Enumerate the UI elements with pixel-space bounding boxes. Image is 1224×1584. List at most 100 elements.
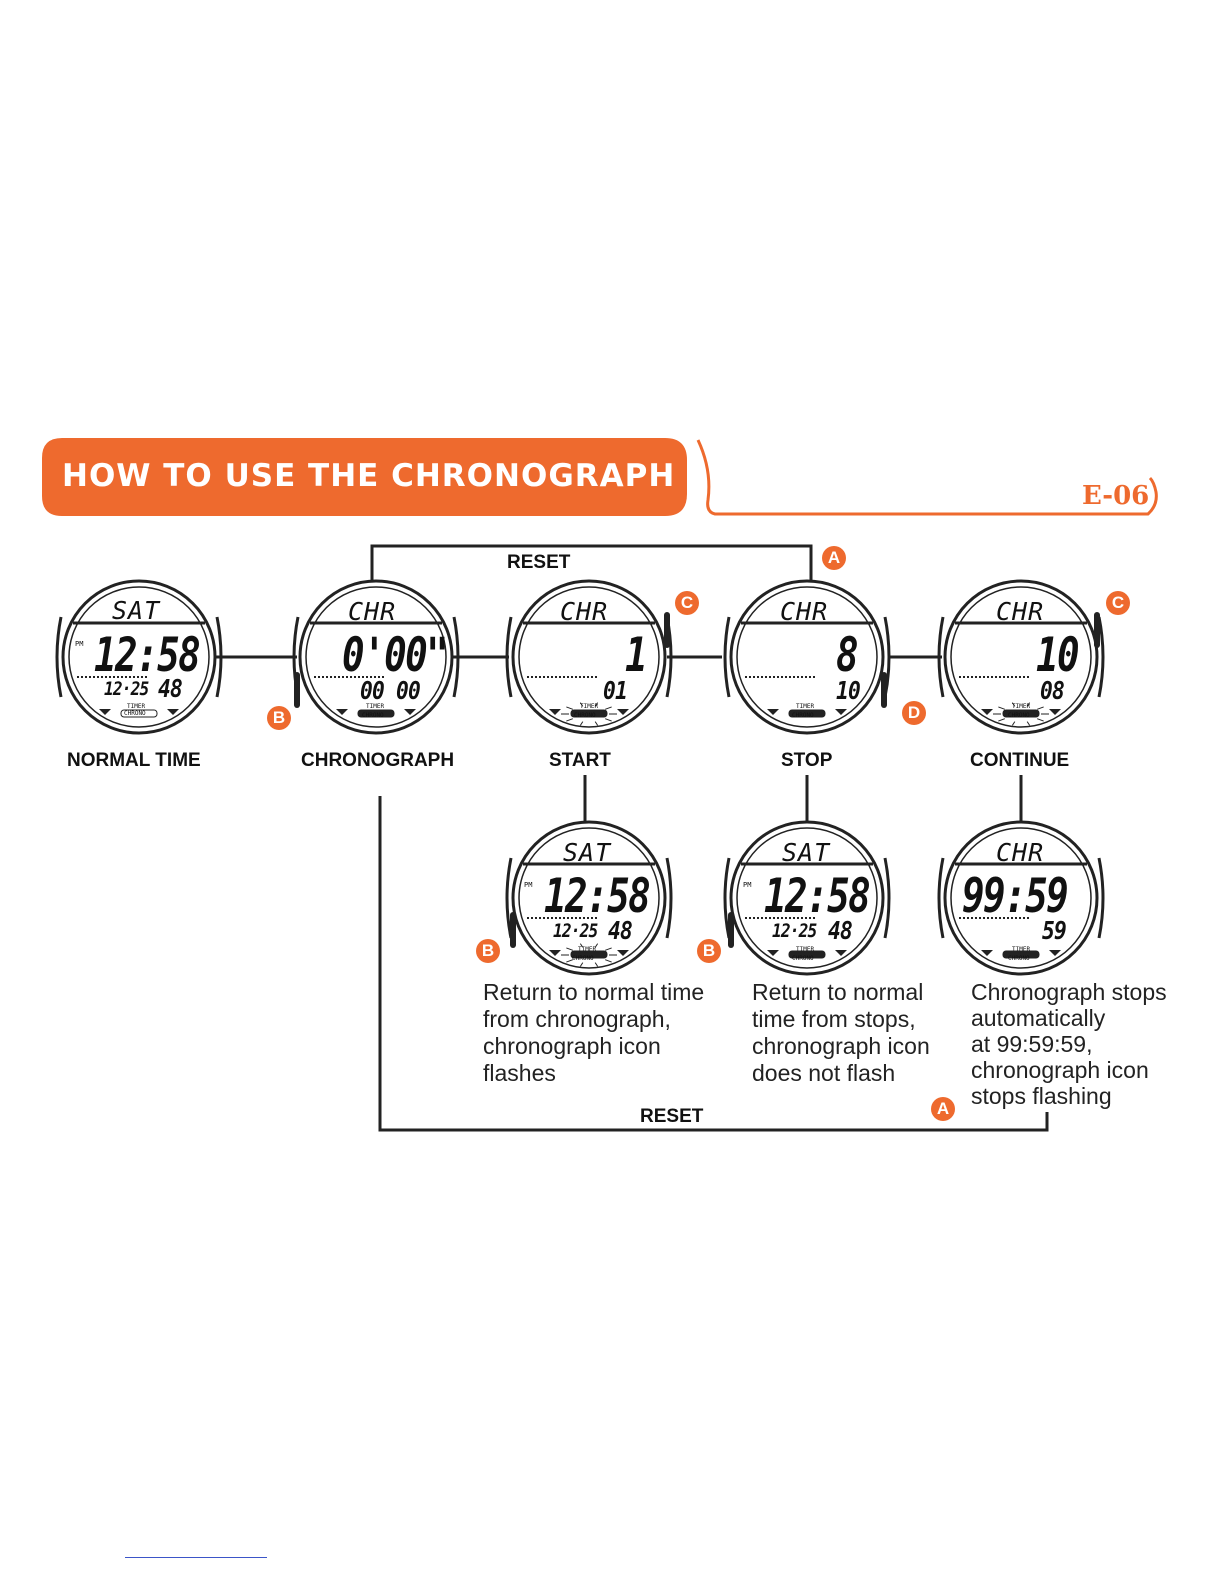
chrono-icon (357, 709, 395, 718)
lcd-arrow-left (549, 709, 561, 715)
lcd-main: 10 (1036, 628, 1080, 683)
watch-side-left (723, 857, 731, 939)
pusher-highlight (510, 912, 516, 948)
lcd-sub-right: 59 (1042, 916, 1067, 945)
pusher-highlight (664, 612, 670, 648)
lcd-main: 1 (625, 628, 648, 683)
flash-ray (579, 962, 584, 967)
chrono-icon (788, 950, 826, 959)
button-d-badge-stop: D (902, 701, 926, 725)
watch-case (511, 820, 667, 976)
watch-bezel (305, 586, 447, 728)
watch-side-right (665, 857, 673, 939)
lcd-arrow-right (835, 709, 847, 715)
button-a-badge-bottom: A (931, 1097, 955, 1121)
lcd-sub-right: 08 (1040, 676, 1065, 705)
button-b-badge-return-stop: B (697, 939, 721, 963)
lcd-arrow-left (981, 709, 993, 715)
flash-ray (579, 702, 584, 707)
watch-case (729, 579, 885, 735)
watch-side-left (505, 616, 513, 698)
lcd-chrono: CHRONO (574, 712, 596, 719)
lcd-chrono: CHRONO (792, 955, 814, 962)
watch-bezel (68, 586, 210, 728)
watch-case (729, 820, 885, 976)
flash-ray (1026, 702, 1031, 707)
watch-side-right (1097, 857, 1105, 939)
lcd-arrow-right (167, 709, 179, 715)
watch-bezel (950, 586, 1092, 728)
header-bracket-line (696, 439, 1158, 516)
lcd-arrow-right (617, 709, 629, 715)
flash-ray (998, 706, 1005, 710)
label-start: START (549, 750, 611, 771)
lcd-chrono: CHRONO (792, 712, 814, 719)
pusher-highlight (728, 912, 734, 948)
reset-top-label: RESET (507, 552, 571, 573)
flash-ray (594, 962, 599, 967)
reset-bottom-path (378, 796, 1049, 1132)
flash-ray (605, 959, 612, 963)
lcd-timer: TIMER (796, 703, 815, 710)
lcd-timer: TIMER (796, 946, 815, 953)
flash-ray (605, 706, 612, 710)
pusher-highlight (1094, 612, 1100, 648)
flash-ray (579, 943, 584, 948)
lcd-main: 12:58 (544, 869, 651, 924)
chrono-icon (1002, 950, 1040, 959)
lcd-chrono: CHRONO (1008, 712, 1030, 719)
lcd-timer: TIMER (578, 946, 597, 953)
lcd-arrow-right (1049, 709, 1061, 715)
pusher-highlight (294, 672, 300, 708)
button-b-badge-chronograph: B (267, 706, 291, 730)
lcd-day: SAT (782, 838, 831, 867)
lcd-arrow-left (767, 950, 779, 956)
watch-case (943, 820, 1099, 976)
watch-bezel (518, 827, 660, 969)
lcd-pm: PM (524, 881, 533, 889)
title-banner (42, 438, 1158, 516)
reset-top-path (370, 544, 813, 580)
label-chronograph: CHRONOGRAPH (301, 750, 455, 771)
lcd-pm: PM (743, 881, 752, 889)
watch-side-right (215, 616, 223, 698)
chrono-icon (570, 950, 608, 959)
lcd-timer: TIMER (580, 703, 599, 710)
reset-bottom-label: RESET (640, 1106, 704, 1127)
button-c-badge-start: C (675, 591, 699, 615)
lcd-arrow-left (99, 709, 111, 715)
label-stop: STOP (781, 750, 833, 771)
flash-ray (566, 947, 573, 951)
flash-ray (605, 718, 612, 722)
flash-ray (566, 706, 573, 710)
lcd-chrono: CHRONO (1008, 955, 1030, 962)
flash-ray (594, 943, 599, 948)
chrono-icon (1002, 709, 1040, 718)
lcd-timer: TIMER (1012, 946, 1031, 953)
lcd-arrow-left (336, 709, 348, 715)
lcd-mode: CHR (996, 597, 1045, 626)
chrono-icon (120, 709, 158, 718)
watch-side-left (505, 857, 513, 939)
lcd-timer: TIMER (366, 703, 385, 710)
page-code: E-06 (1082, 481, 1150, 511)
flash-ray (566, 718, 573, 722)
lcd-sub-left: 12·25 (772, 920, 817, 942)
watch-side-right (883, 857, 891, 939)
flash-ray (605, 947, 612, 951)
watch-case (943, 579, 1099, 735)
lcd-mode: CHR (780, 597, 829, 626)
lcd-day: SAT (563, 838, 612, 867)
watch-side-left (937, 616, 945, 698)
watch-bezel (736, 586, 878, 728)
watch-bezel (518, 586, 660, 728)
lcd-arrow-right (835, 950, 847, 956)
note-return-from-stop: Return to normal time from stops, chrono… (752, 979, 930, 1086)
watch-bezel (736, 827, 878, 969)
lcd-sub-left: 00 (360, 676, 385, 705)
footer-link-line (125, 1557, 267, 1558)
lcd-sub-right: 48 (828, 916, 853, 945)
flash-ray (579, 721, 584, 726)
